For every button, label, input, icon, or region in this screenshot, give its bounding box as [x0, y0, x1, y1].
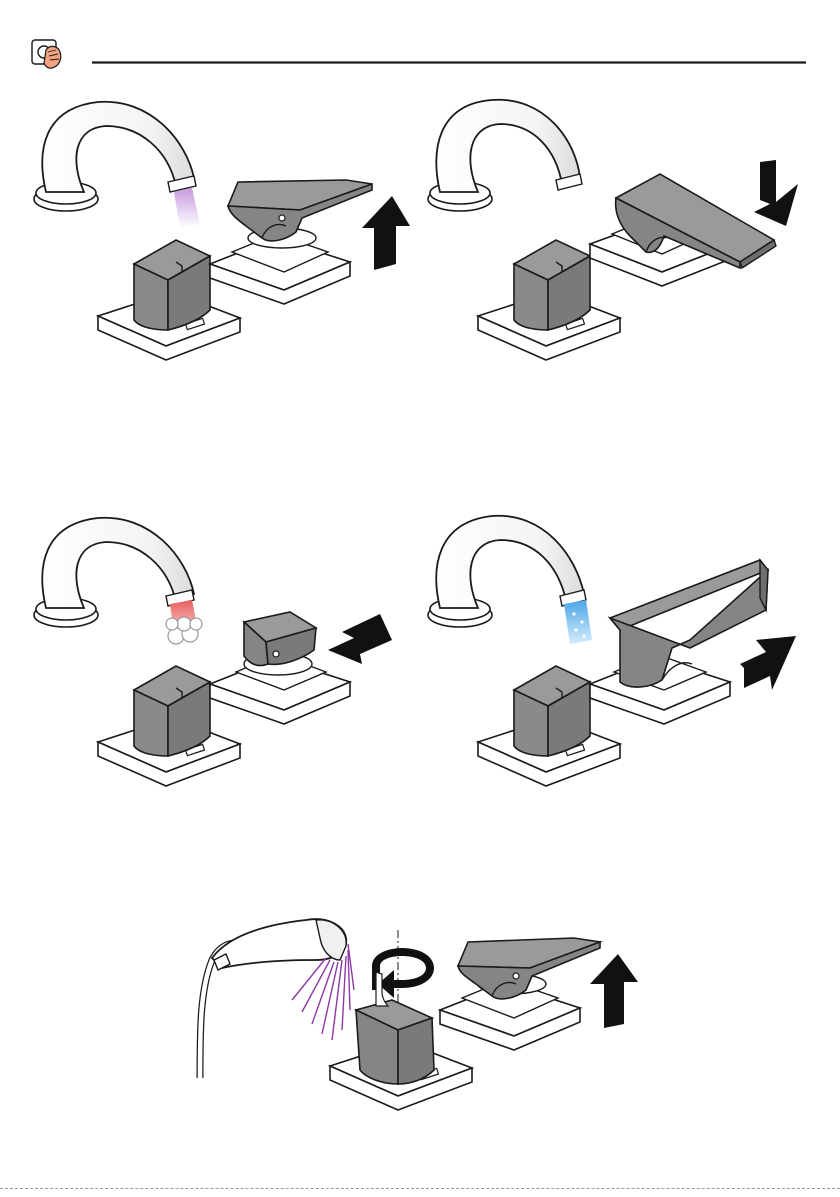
rotate-arrow-icon [372, 948, 434, 1006]
hand-operating-icon [32, 40, 61, 68]
steam-icon [166, 617, 202, 644]
panel-hot-flow [34, 518, 392, 786]
arrow-up [590, 954, 638, 1028]
mixed-water-stream [174, 188, 200, 228]
spout [428, 100, 582, 211]
header [32, 40, 806, 68]
panel-shower-diverter [200, 919, 638, 1110]
arrow-right [740, 636, 796, 690]
page-edge-dashes [0, 1188, 840, 1189]
hand-shower [200, 919, 346, 1078]
panel-mixed-flow [34, 102, 410, 360]
spout [34, 518, 194, 627]
cube-handle [134, 666, 210, 756]
arrow-down [754, 160, 798, 226]
spout [428, 516, 586, 627]
cold-water-stream [564, 600, 592, 644]
arrow-up [362, 196, 410, 270]
arrow-left [328, 614, 392, 664]
cube-handle [134, 240, 210, 330]
cube-handle-rotated [356, 1000, 434, 1084]
spout [34, 102, 196, 211]
cube-handle [514, 666, 590, 756]
panel-cold-flow [428, 516, 796, 786]
cube-handle [514, 240, 590, 330]
panel-closed [428, 100, 798, 360]
